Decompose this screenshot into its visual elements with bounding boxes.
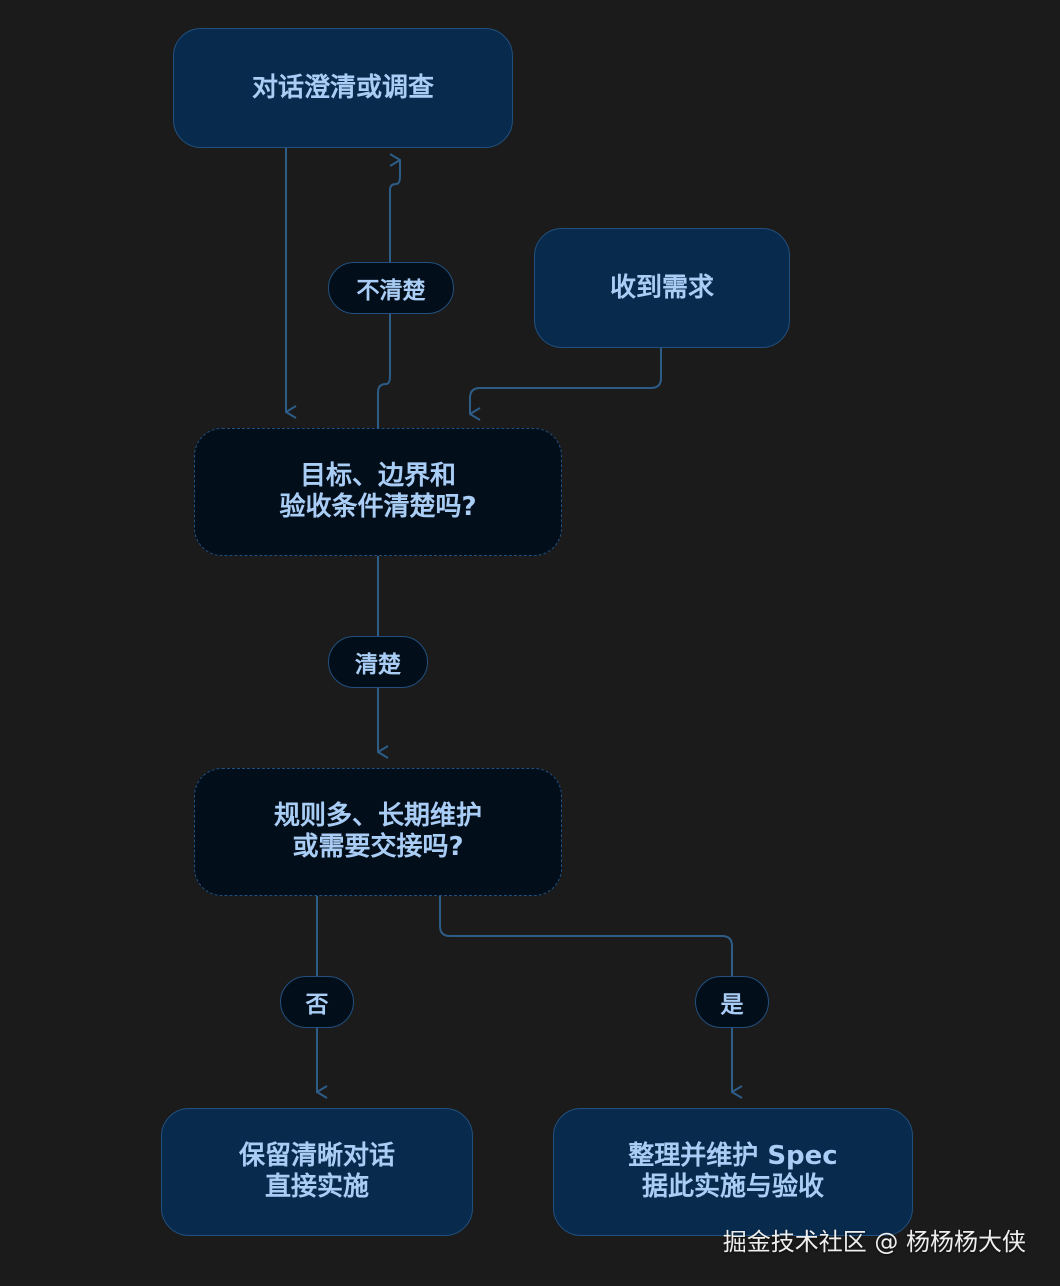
edge-label-yes: 是 <box>695 976 769 1028</box>
node-clarify: 对话澄清或调查 <box>173 28 513 148</box>
node-receive: 收到需求 <box>534 228 790 348</box>
edge-label-unclear: 不清楚 <box>328 262 454 314</box>
node-direct-label: 保留清晰对话 直接实施 <box>238 1141 395 1202</box>
node-question-spec-label: 规则多、长期维护 或需要交接吗? <box>273 801 482 862</box>
node-spec: 整理并维护 Spec 据此实施与验收 <box>553 1108 913 1236</box>
edge-receive-to-question <box>469 348 662 414</box>
node-spec-label: 整理并维护 Spec 据此实施与验收 <box>628 1141 838 1202</box>
edge-spec-question-to-spec-yes <box>439 896 732 1092</box>
node-clarify-label: 对话澄清或调查 <box>251 72 434 103</box>
node-direct: 保留清晰对话 直接实施 <box>161 1108 473 1236</box>
node-question-clear: 目标、边界和 验收条件清楚吗? <box>194 428 562 556</box>
watermark: 掘金技术社区 @ 杨杨杨大侠 <box>722 1228 1026 1256</box>
node-question-spec: 规则多、长期维护 或需要交接吗? <box>194 768 562 896</box>
node-question-clear-label: 目标、边界和 验收条件清楚吗? <box>279 461 477 522</box>
edge-label-clear: 清楚 <box>328 636 428 688</box>
edge-label-no: 否 <box>280 976 354 1028</box>
node-receive-label: 收到需求 <box>609 272 714 303</box>
